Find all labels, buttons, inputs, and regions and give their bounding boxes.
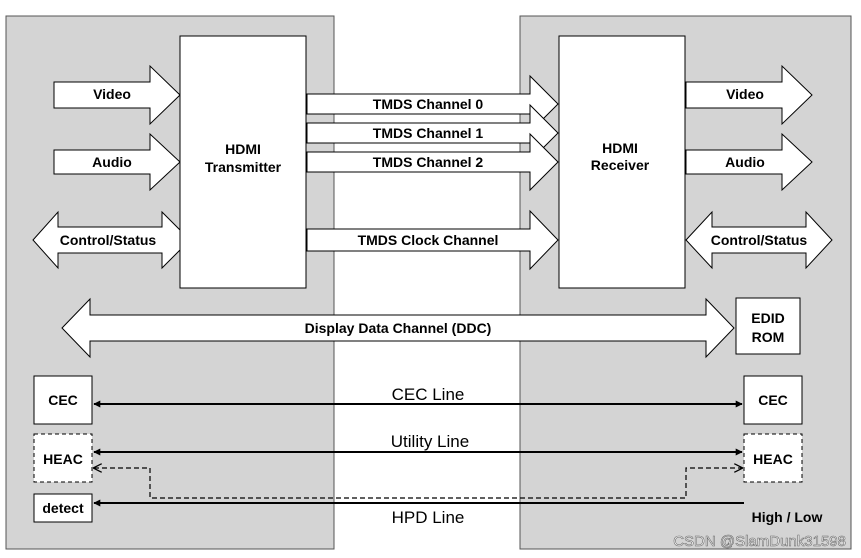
edid-rom-box xyxy=(735,297,801,355)
heac-right-label: HEAC xyxy=(753,451,793,467)
tmds-channel-1-arrow xyxy=(306,103,559,163)
hpd-line-label: HPD Line xyxy=(392,508,465,527)
ddc-label: Display Data Channel (DDC) xyxy=(305,320,492,336)
utility-line-label: Utility Line xyxy=(391,432,469,451)
detect-box xyxy=(33,493,93,523)
video-output-arrow xyxy=(685,64,813,126)
receiver-label-line2: Receiver xyxy=(591,157,650,173)
heac-left-label: HEAC xyxy=(43,451,83,467)
control-status-right-arrow xyxy=(685,210,833,270)
tmds-clock-arrow xyxy=(306,209,559,271)
tmds-channel-0-label: TMDS Channel 0 xyxy=(373,96,484,112)
transmitter-label-line2: Transmitter xyxy=(205,159,282,175)
cec-line-label: CEC Line xyxy=(392,385,465,404)
cec-left-label: CEC xyxy=(48,392,78,408)
hdmi-receiver-box xyxy=(558,35,686,289)
video-input-arrow xyxy=(53,64,181,126)
tmds-channel-0-arrow xyxy=(306,74,559,134)
control-status-right-label: Control/Status xyxy=(711,232,808,248)
control-status-left-label: Control/Status xyxy=(60,232,157,248)
cec-right-label: CEC xyxy=(758,392,788,408)
video-output-label: Video xyxy=(726,86,764,102)
video-input-label: Video xyxy=(93,86,131,102)
detect-label: detect xyxy=(42,500,84,516)
audio-output-label: Audio xyxy=(725,154,765,170)
tmds-channel-1-label: TMDS Channel 1 xyxy=(373,125,484,141)
ddc-arrow xyxy=(61,297,735,359)
cec-left-box xyxy=(33,375,93,425)
hpd-state-label: High / Low xyxy=(752,509,823,525)
tmds-channel-2-label: TMDS Channel 2 xyxy=(373,154,484,170)
watermark: CSDN @SlamDunk31598 xyxy=(673,533,846,550)
audio-output-arrow xyxy=(685,132,813,192)
receiver-label-line1: HDMI xyxy=(602,140,638,156)
heac-left-box xyxy=(33,433,93,483)
audio-input-label: Audio xyxy=(92,154,132,170)
edid-label-line1: EDID xyxy=(751,310,784,326)
cec-right-box xyxy=(743,375,803,425)
heac-dashed-path xyxy=(94,468,742,499)
tmds-clock-label: TMDS Clock Channel xyxy=(358,232,499,248)
hdmi-transmitter-box xyxy=(179,35,307,289)
transmitter-label-line1: HDMI xyxy=(225,141,261,157)
audio-input-arrow xyxy=(53,132,181,192)
edid-label-line2: ROM xyxy=(752,329,785,345)
heac-right-box xyxy=(743,433,803,483)
tmds-channel-2-arrow xyxy=(306,132,559,192)
